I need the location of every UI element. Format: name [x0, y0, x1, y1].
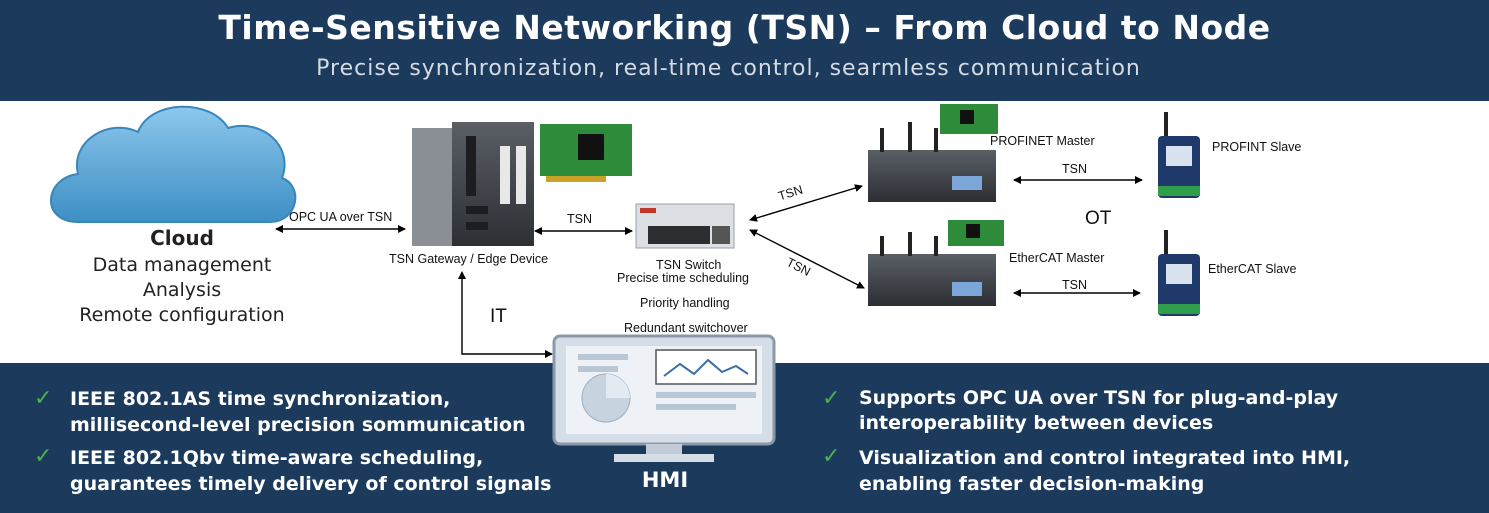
cloud-icon: [50, 105, 297, 223]
ethercat-slave-icon: [1158, 230, 1200, 316]
check-icon: ✓: [822, 386, 841, 411]
profinet-master-icon: [868, 104, 998, 202]
cloud-line-remote-configuration: Remote configuration: [79, 304, 285, 326]
ethercat-slave-label: EtherCAT Slave: [1208, 262, 1297, 276]
page-title: Time-Sensitive Networking (TSN) – From C…: [218, 8, 1271, 47]
tsn-switch-icon: [635, 203, 735, 249]
feature-right-1-line1: Supports OPC UA over TSN for plug-and-pl…: [859, 387, 1339, 409]
switch-feature-redundant: Redundant switchover: [624, 321, 748, 335]
profinet-slave-label: PROFINT Slave: [1212, 140, 1302, 154]
page-subtitle: Precise synchronization, real-time contr…: [316, 56, 1141, 81]
profinet-master-label: PROFINET Master: [990, 134, 1095, 148]
ethercat-master-label: EtherCAT Master: [1009, 251, 1105, 265]
feature-right-1-line2: interoperability between devices: [859, 412, 1214, 434]
cloud-line-data-management: Data management: [92, 254, 272, 276]
header-banner: Time-Sensitive Networking (TSN) – From C…: [0, 0, 1489, 101]
hmi-label: HMI: [641, 468, 689, 492]
ot-label: OT: [1085, 208, 1112, 229]
check-icon: ✓: [822, 444, 841, 469]
connection-arrows: [275, 176, 1143, 358]
link-label-opcua: OPC UA over TSN: [289, 210, 393, 224]
cloud-title: Cloud: [150, 226, 214, 250]
switch-label: TSN Switch: [656, 258, 722, 272]
switch-feature-priority: Priority handling: [640, 296, 730, 310]
profinet-slave-icon: [1158, 112, 1200, 198]
cloud-line-analysis: Analysis: [142, 279, 222, 301]
gateway-device-icon: [412, 122, 632, 246]
link-label-gateway-switch: TSN: [567, 212, 592, 226]
link-label-profinet: TSN: [1062, 162, 1087, 176]
gateway-label: TSN Gateway / Edge Device: [389, 252, 549, 266]
ethercat-master-icon: [868, 220, 1004, 306]
hmi-monitor-icon: [552, 334, 776, 462]
feature-right-2-line1: Visualization and control integrated int…: [859, 447, 1351, 469]
feature-left-1-line2: millisecond-level precision sommunicatio…: [70, 414, 526, 436]
check-icon: ✓: [34, 444, 53, 469]
feature-left-1-line1: IEEE 802.1AS time synchronization,: [70, 388, 451, 410]
feature-right-2-line2: enabling faster decision-making: [859, 473, 1205, 495]
link-label-ethercat: TSN: [1062, 278, 1087, 292]
check-icon: ✓: [34, 386, 53, 411]
feature-left-2-line2: guarantees timely delivery of control si…: [70, 473, 552, 495]
feature-left-2-line1: IEEE 802.1Qbv time-aware scheduling,: [70, 447, 484, 469]
switch-feature-scheduling: Precise time scheduling: [617, 271, 750, 285]
it-label: IT: [490, 306, 507, 327]
